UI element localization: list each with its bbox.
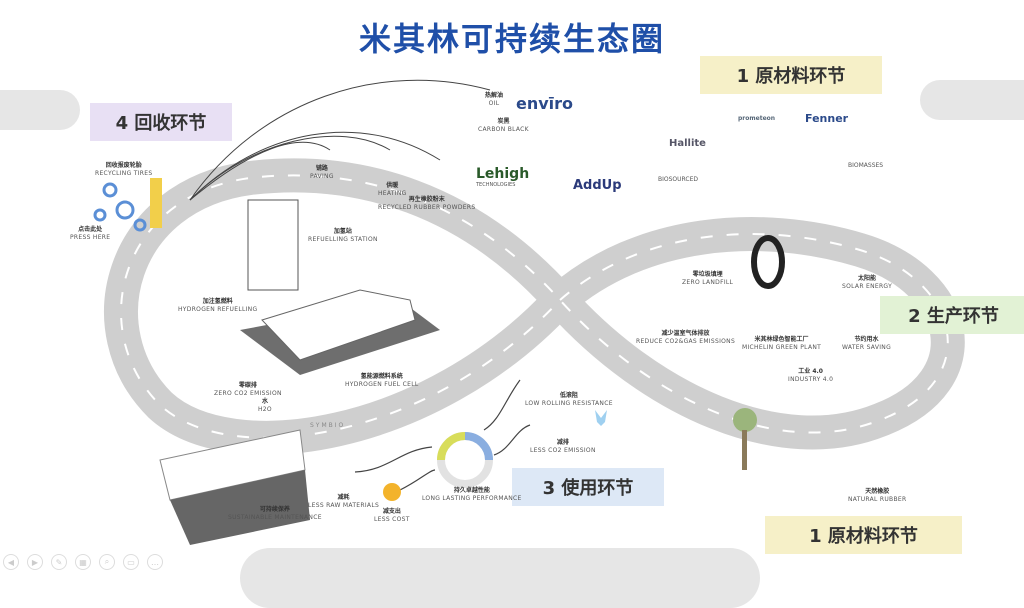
previous-slide-button[interactable]: ◀ <box>3 554 19 570</box>
fenner-logo: Fenner <box>805 112 849 125</box>
symbio-logo: SYMBIO <box>310 422 346 429</box>
lehigh-logo: Lehigh <box>476 166 530 182</box>
page-title: 米其林可持续生态圈 <box>358 20 665 58</box>
biosourced-label: BIOSOURCED <box>658 176 699 183</box>
subtitles-icon[interactable]: ▭ <box>123 554 139 570</box>
infinity-road <box>93 79 965 545</box>
zoom-icon[interactable]: ⌕ <box>99 554 115 570</box>
enviro-logo: envīro <box>516 94 574 113</box>
stage-production: 2 生产环节 <box>880 296 1024 334</box>
addup-logo: AddUp <box>573 178 622 193</box>
next-slide-button[interactable]: ▶ <box>27 554 43 570</box>
pen-icon[interactable]: ✎ <box>51 554 67 570</box>
slides-icon[interactable]: ▦ <box>75 554 91 570</box>
lehigh-subtitle: TECHNOLOGIES <box>476 182 516 188</box>
hallite-logo: Hallite <box>669 138 706 149</box>
stage-recycling: 4 回收环节 <box>90 103 232 141</box>
stage-raw-materials-top: 1 原材料环节 <box>700 56 882 94</box>
biomasses-label: BIOMASSES <box>848 162 884 169</box>
prometeon-logo: prometeon <box>738 115 776 122</box>
stage-usage: 3 使用环节 <box>512 468 664 506</box>
more-icon[interactable]: … <box>147 554 163 570</box>
presentation-controls: ◀ ▶ ✎ ▦ ⌕ ▭ … <box>3 554 163 570</box>
stage-raw-materials-bottom: 1 原材料环节 <box>765 516 962 554</box>
